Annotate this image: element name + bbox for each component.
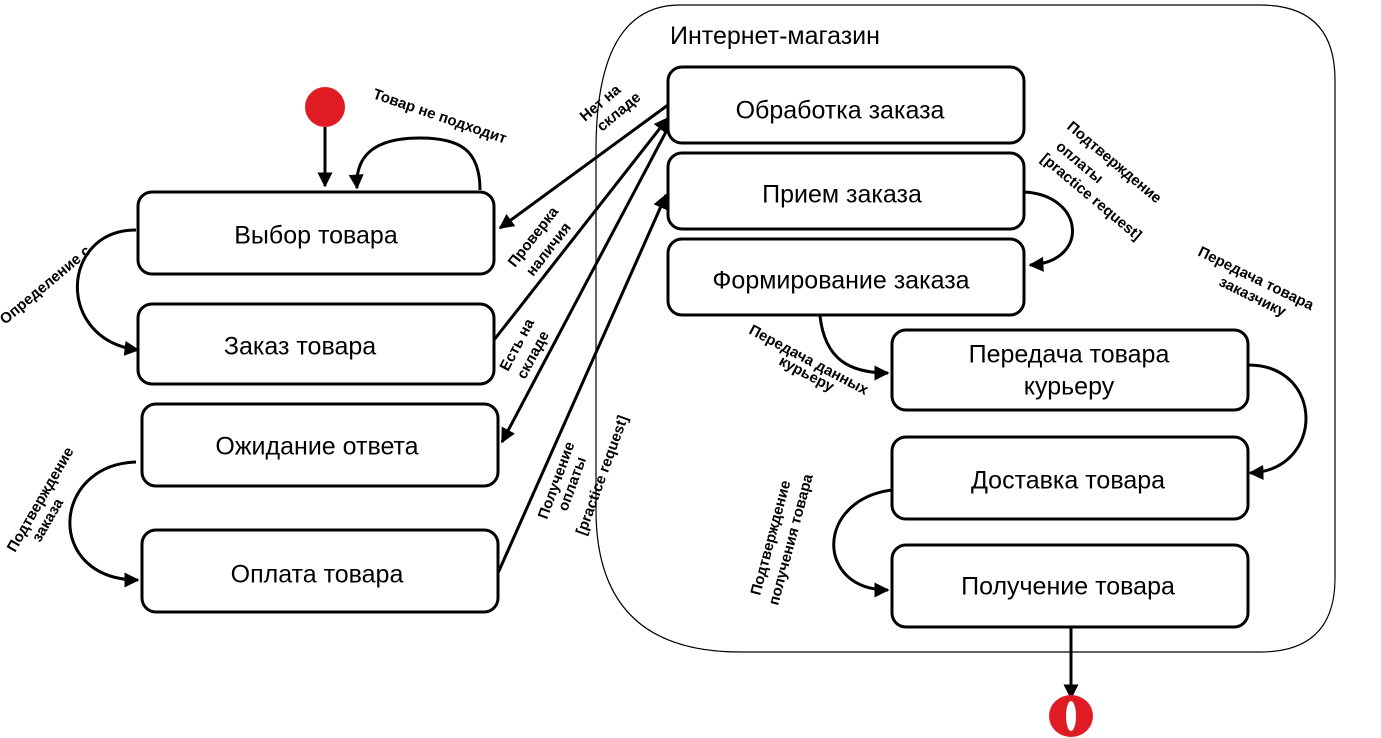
transition-podtverzhdenie-polucheniya xyxy=(832,488,893,598)
transition-tovar-ne-podhodit xyxy=(348,136,482,191)
state-label-line2: курьеру xyxy=(1024,373,1115,401)
transition-poluchenie-oplaty xyxy=(496,193,668,574)
state-label: Ожидание ответа xyxy=(215,433,418,461)
transition-peredacha-dannyh xyxy=(818,315,890,381)
internet-shop-container: Интернет-магазин xyxy=(595,4,1336,653)
initial-node xyxy=(305,87,345,127)
transition-proverka-nalichiya xyxy=(492,116,670,341)
state-label-line1: Передача товара xyxy=(969,341,1170,369)
state-ozhidanie-otveta[interactable]: Ожидание ответа xyxy=(140,402,500,488)
state-label: Заказ товара xyxy=(224,333,376,361)
state-zakaz-tovara[interactable]: Заказ товара xyxy=(136,302,496,386)
transition-est-na-sklade xyxy=(500,127,670,444)
transition-opredelenie xyxy=(76,228,140,356)
state-oplata-tovara[interactable]: Оплата товара xyxy=(140,528,500,614)
transition-podtverzhdenie-oplaty xyxy=(1023,190,1074,272)
label-peredacha-dannyh-1: Передача данных xyxy=(746,322,872,400)
final-node xyxy=(1049,695,1093,737)
state-label: Прием заказа xyxy=(762,181,922,209)
state-label: Выбор товара xyxy=(234,222,398,250)
state-label: Получение товара xyxy=(961,573,1175,601)
state-priem-zakaza[interactable]: Прием заказа xyxy=(666,151,1026,231)
state-vybor-tovara[interactable]: Выбор товара xyxy=(136,190,496,276)
state-peredacha-tovara-kureru[interactable]: Передача товара курьеру xyxy=(890,328,1250,412)
transition-podtverzhdenie-zakaza xyxy=(68,460,140,588)
state-formirovanie-zakaza[interactable]: Формирование заказа xyxy=(666,237,1026,317)
state-label: Обработка заказа xyxy=(736,97,945,125)
state-poluchenie-tovara[interactable]: Получение товара xyxy=(890,543,1250,629)
state-dostavka-tovara[interactable]: Доставка товара xyxy=(890,435,1250,521)
label-opredelenie: Определение с xyxy=(0,242,94,328)
container-title: Интернет-магазин xyxy=(670,22,880,50)
transition-peredacha-zakazchiku xyxy=(1247,363,1308,480)
state-label: Оплата товара xyxy=(231,561,404,589)
state-obrabotka-zakaza[interactable]: Обработка заказа xyxy=(666,65,1026,145)
state-label: Формирование заказа xyxy=(712,267,969,295)
state-label: Доставка товара xyxy=(971,467,1165,495)
transition-net-na-sklade xyxy=(498,103,669,230)
